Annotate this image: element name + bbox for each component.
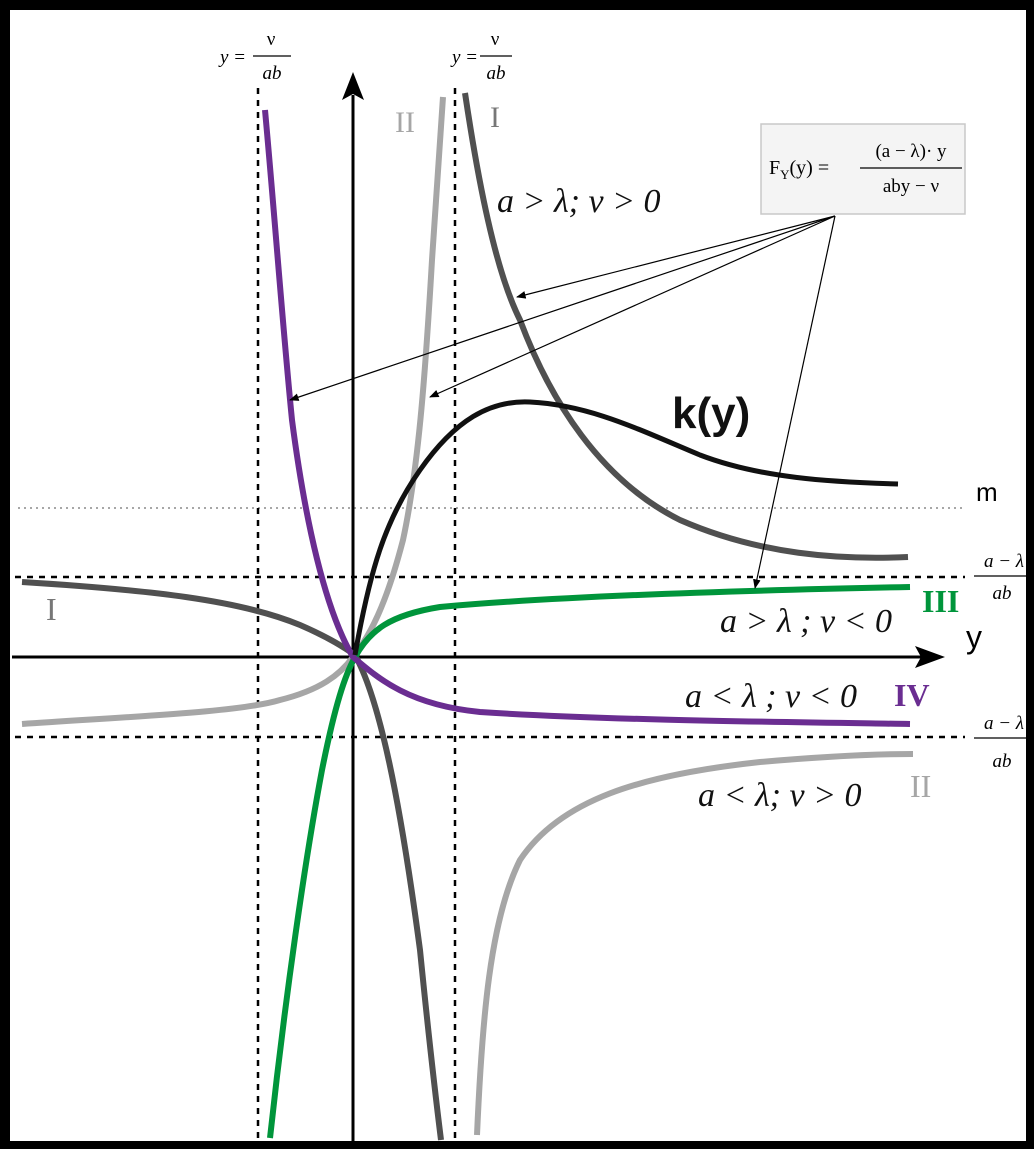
roman-I-left: I	[46, 591, 57, 627]
horizontal-axis-label: y	[966, 619, 982, 655]
callout-arrow-to-curve-IV	[289, 215, 836, 401]
asymptote-upper-num: a − λ	[984, 551, 1024, 572]
label-case-3: a < λ ; ν < 0	[685, 678, 857, 715]
roman-IV: IV	[894, 677, 930, 713]
roman-II-top: II	[395, 106, 415, 139]
formula-box	[760, 123, 966, 215]
horizontal-axis-arrowhead	[915, 646, 945, 668]
curve-k	[352, 399, 899, 656]
callout-arrow-to-curve-II	[429, 215, 836, 398]
asymptote-lower-den: ab	[993, 751, 1012, 772]
vertical-axis-arrowhead	[342, 72, 364, 100]
formula-lhs: FY(y) =	[769, 157, 829, 182]
label-m: m	[976, 477, 998, 507]
curve-I-right-branch	[462, 92, 909, 561]
asymptote-lower-num: a − λ	[984, 713, 1024, 734]
asymptote-left-den: ab	[263, 63, 282, 84]
label-k: k(y)	[672, 389, 750, 438]
label-case-1: a > λ; ν > 0	[497, 183, 661, 220]
asymptote-right-den: ab	[487, 63, 506, 84]
label-case-2: a > λ ; ν < 0	[720, 603, 892, 640]
formula-numerator: (a − λ)· y	[875, 141, 947, 162]
asymptote-right-y: y =	[450, 47, 478, 68]
formula-denominator: aby − ν	[883, 176, 940, 197]
curve-II-left-branch	[21, 96, 446, 727]
roman-I-top: I	[490, 101, 500, 134]
curve-IV	[262, 109, 911, 727]
callout-arrow-to-curve-III	[753, 215, 836, 589]
callout-arrow-to-curve-I	[516, 215, 836, 299]
curve-I-left-branch	[21, 579, 444, 1141]
asymptote-left-y: y =	[218, 47, 246, 68]
roman-II-right: II	[910, 768, 931, 804]
asymptote-left-num: ν	[267, 29, 276, 50]
asymptote-right-num: ν	[491, 29, 500, 50]
asymptote-upper-den: ab	[993, 583, 1012, 604]
roman-III: III	[922, 583, 959, 619]
label-case-4: a < λ; ν > 0	[698, 777, 862, 814]
curve-II-right-branch	[474, 751, 914, 1136]
